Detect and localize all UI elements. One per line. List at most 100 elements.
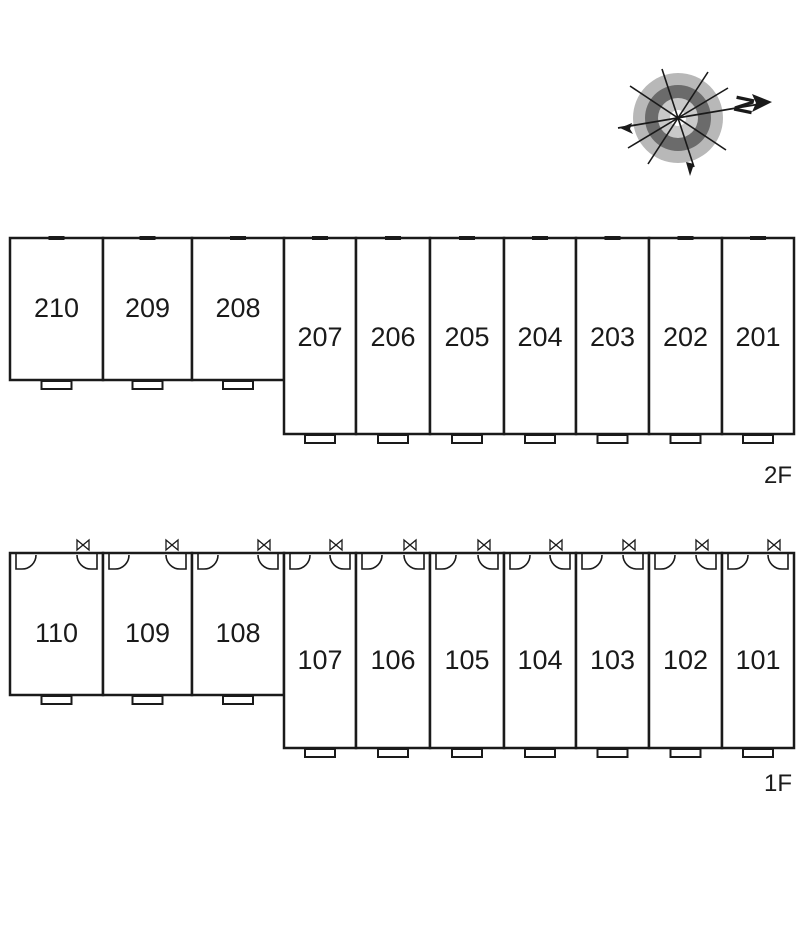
window-marker (385, 236, 401, 240)
window-marker (230, 236, 246, 240)
unit-number: 107 (297, 645, 342, 675)
entrance-step (524, 748, 556, 758)
unit-number: 209 (125, 293, 170, 323)
window-marker (750, 236, 766, 240)
window-marker (677, 236, 694, 240)
unit-number: 103 (590, 645, 635, 675)
unit-206: 206 (354, 236, 432, 444)
unit-outline (282, 236, 358, 436)
entrance-step (222, 695, 254, 705)
unit-number: 101 (735, 645, 780, 675)
unit-outline (101, 551, 194, 697)
entrance-step (742, 748, 774, 758)
entrance-step (451, 748, 483, 758)
unit-201: 201 (720, 236, 796, 444)
entrance-step (669, 748, 702, 758)
unit-103: 103 (574, 538, 651, 758)
unit-110: 110 (8, 538, 105, 705)
unit-106: 106 (354, 538, 432, 758)
door-swing-icon (289, 538, 351, 570)
unit-outline (190, 551, 286, 697)
unit-outline (101, 236, 194, 382)
unit-number: 207 (297, 322, 342, 352)
door-swing-icon (727, 538, 789, 570)
unit-outline (720, 236, 796, 436)
unit-107: 107 (282, 538, 358, 758)
unit-101: 101 (720, 538, 796, 758)
entrance-step (40, 380, 73, 390)
unit-outline (8, 236, 105, 382)
floor-label: 1F (764, 770, 792, 797)
door-swing-icon (435, 538, 499, 570)
unit-outline (647, 236, 724, 436)
entrance-step (524, 434, 556, 444)
unit-number: 201 (735, 322, 780, 352)
unit-202: 202 (647, 236, 724, 444)
door-swing-icon (15, 538, 98, 570)
unit-205: 205 (428, 236, 506, 444)
entrance-step (222, 380, 254, 390)
unit-number: 204 (517, 322, 562, 352)
unit-number: 104 (517, 645, 562, 675)
entrance-step (377, 748, 409, 758)
entrance-step (669, 434, 702, 444)
entrance-step (377, 434, 409, 444)
unit-number: 210 (34, 293, 79, 323)
window-marker (312, 236, 328, 240)
door-swing-icon (654, 538, 717, 570)
unit-number: 109 (125, 618, 170, 648)
entrance-step (596, 748, 629, 758)
unit-208: 208 (190, 236, 286, 390)
unit-outline (428, 551, 506, 750)
unit-109: 109 (101, 538, 194, 705)
unit-203: 203 (574, 236, 651, 444)
unit-102: 102 (647, 538, 724, 758)
unit-number: 102 (663, 645, 708, 675)
door-swing-icon (108, 538, 187, 570)
window-marker (139, 236, 156, 240)
unit-108: 108 (190, 538, 286, 705)
unit-outline (8, 551, 105, 697)
unit-number: 110 (35, 618, 78, 648)
door-swing-icon (581, 538, 644, 570)
window-marker (459, 236, 475, 240)
door-swing-icon (509, 538, 571, 570)
entrance-step (131, 380, 164, 390)
floor-1F: 110 109 108 107 106 105 104 103 102 101 1F (8, 538, 796, 797)
window-marker (48, 236, 65, 240)
entrance-step (131, 695, 164, 705)
unit-104: 104 (502, 538, 578, 758)
floor-label: 2F (764, 462, 792, 489)
unit-number: 105 (444, 645, 489, 675)
unit-number: 106 (370, 645, 415, 675)
door-swing-icon (197, 538, 279, 570)
entrance-step (451, 434, 483, 444)
unit-204: 204 (502, 236, 578, 444)
unit-105: 105 (428, 538, 506, 758)
compass-rose-icon: N (617, 68, 772, 176)
unit-number: 202 (663, 322, 708, 352)
unit-outline (502, 551, 578, 750)
floor-2F: 210 209 208 207 206 205 204 203 202 201 2F (8, 236, 796, 489)
unit-number: 206 (370, 322, 415, 352)
unit-number: 208 (215, 293, 260, 323)
unit-207: 207 (282, 236, 358, 444)
unit-number: 108 (215, 618, 260, 648)
entrance-step (596, 434, 629, 444)
unit-outline (574, 551, 651, 750)
unit-number: 203 (590, 322, 635, 352)
unit-outline (720, 551, 796, 750)
floors: 210 209 208 207 206 205 204 203 202 201 2F 110 109 10… (8, 236, 796, 797)
unit-209: 209 (101, 236, 194, 390)
entrance-step (304, 434, 336, 444)
window-marker (532, 236, 548, 240)
window-marker (604, 236, 621, 240)
entrance-step (742, 434, 774, 444)
unit-number: 205 (444, 322, 489, 352)
unit-210: 210 (8, 236, 105, 390)
entrance-step (40, 695, 73, 705)
door-swing-icon (361, 538, 425, 570)
unit-outline (190, 236, 286, 382)
entrance-step (304, 748, 336, 758)
